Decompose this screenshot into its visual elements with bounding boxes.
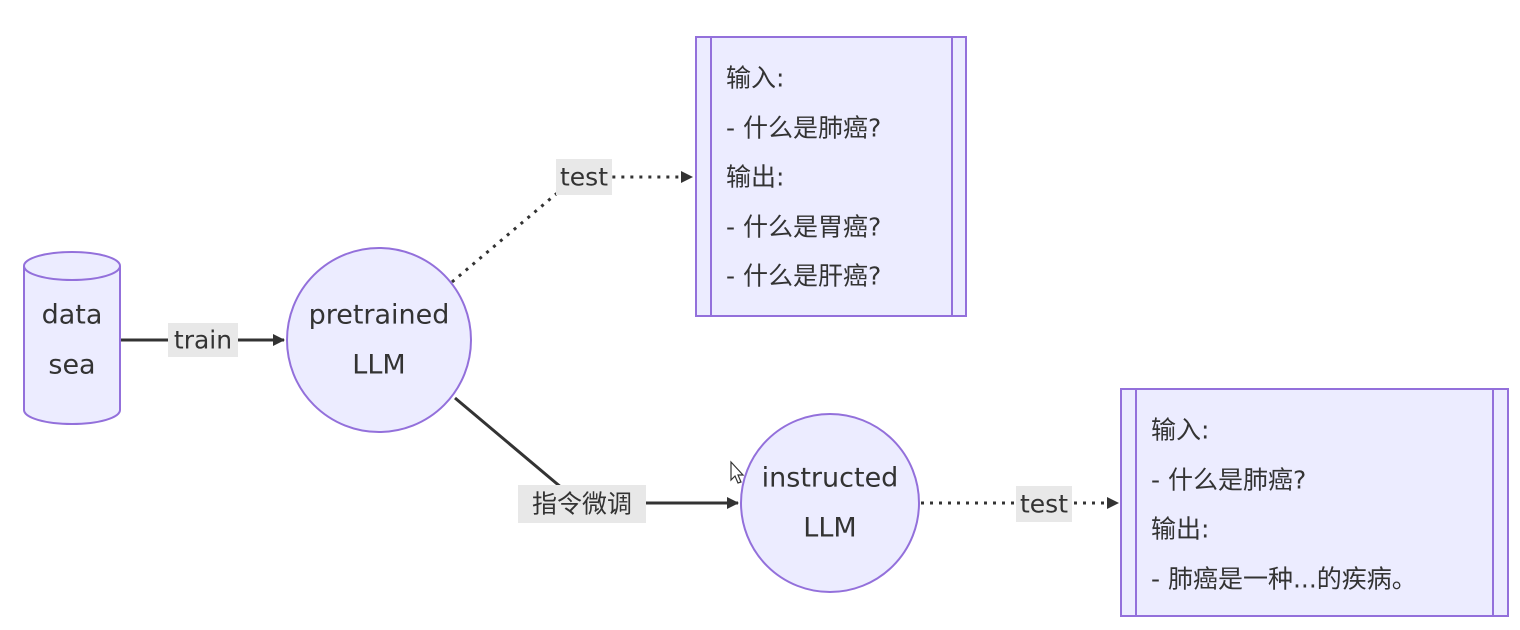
node-instructed-llm: instructed LLM: [740, 413, 920, 593]
note-box: [695, 36, 967, 317]
note-line: - 什么是胃癌?: [726, 213, 881, 242]
edge-label-train: train: [168, 323, 238, 357]
note-line: - 肺癌是一种...的疾病。: [1151, 565, 1417, 594]
node-label-line-1: instructed: [762, 463, 899, 494]
node-pretrained-llm: pretrained LLM: [286, 247, 472, 433]
note-box: [1120, 388, 1509, 617]
mouse-cursor-icon: [730, 460, 745, 484]
edge-label-bg: [1016, 486, 1072, 522]
edge-label-bg: [518, 485, 646, 523]
node-label-line-2: LLM: [352, 350, 405, 381]
edge-label-test-instructed: test: [1016, 486, 1072, 522]
node-label-line-2: sea: [48, 350, 95, 381]
node-data-sea: data sea: [23, 251, 121, 425]
note-line: - 什么是肺癌?: [1151, 466, 1306, 495]
node-circle: [740, 413, 920, 593]
cylinder-body: [23, 266, 121, 425]
edge-label-text: test: [1020, 490, 1068, 519]
node-label-line-2: LLM: [803, 513, 856, 544]
edge-label-text: test: [560, 163, 608, 192]
note-line: 输出:: [1151, 515, 1209, 544]
edge-label-text: 指令微调: [532, 490, 632, 519]
node-circle: [286, 247, 472, 433]
edge-label-test-pretrained: test: [556, 159, 612, 195]
note-pretrained-output: 输入: - 什么是肺癌? 输出: - 什么是胃癌? - 什么是肝癌?: [695, 36, 967, 317]
note-line: 输入:: [1151, 416, 1209, 445]
note-line: - 什么是肺癌?: [726, 114, 881, 143]
note-instructed-output: 输入: - 什么是肺癌? 输出: - 肺癌是一种...的疾病。: [1120, 388, 1509, 617]
note-line: - 什么是肝癌?: [726, 262, 881, 291]
note-line: 输出:: [726, 163, 784, 192]
note-line: 输入:: [726, 64, 784, 93]
node-label-line-1: pretrained: [309, 300, 450, 331]
edge-label-bg: [168, 323, 238, 357]
cylinder-top: [23, 251, 121, 281]
node-label-line-1: data: [42, 300, 103, 331]
edge-label-instruction-tuning: 指令微调: [518, 485, 646, 523]
edge-label-text: train: [174, 326, 232, 355]
edge-label-bg: [556, 159, 612, 195]
